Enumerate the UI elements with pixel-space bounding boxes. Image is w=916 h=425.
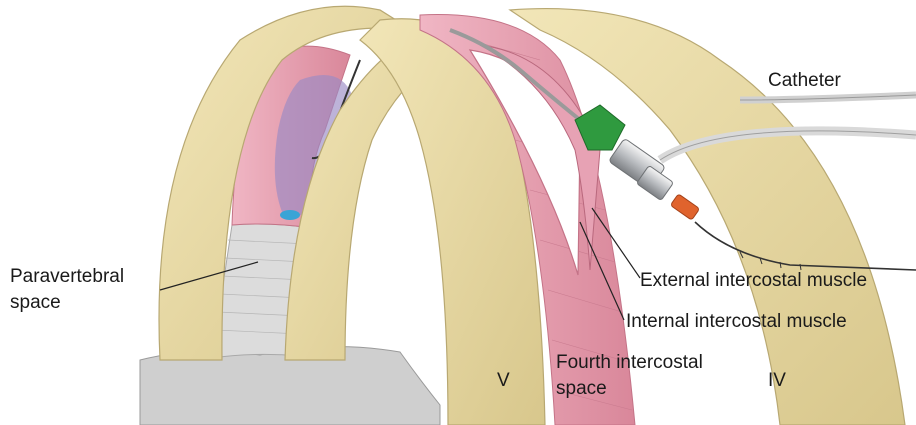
orange-needle-hub [670, 194, 699, 220]
label-paravertebral-line2: space [10, 292, 61, 314]
label-internal-intercostal: Internal intercostal muscle [626, 311, 847, 333]
label-external-intercostal: External intercostal muscle [640, 270, 867, 292]
label-catheter: Catheter [768, 70, 841, 92]
label-rib-iv: IV [768, 370, 786, 392]
spread-blue-tip [280, 210, 300, 220]
metal-connector [608, 138, 673, 200]
label-fourth-intercostal-line2: space [556, 378, 607, 400]
label-paravertebral-line1: Paravertebral [10, 266, 124, 288]
label-rib-v: V [497, 370, 510, 392]
label-fourth-intercostal-line1: Fourth intercostal [556, 352, 703, 374]
